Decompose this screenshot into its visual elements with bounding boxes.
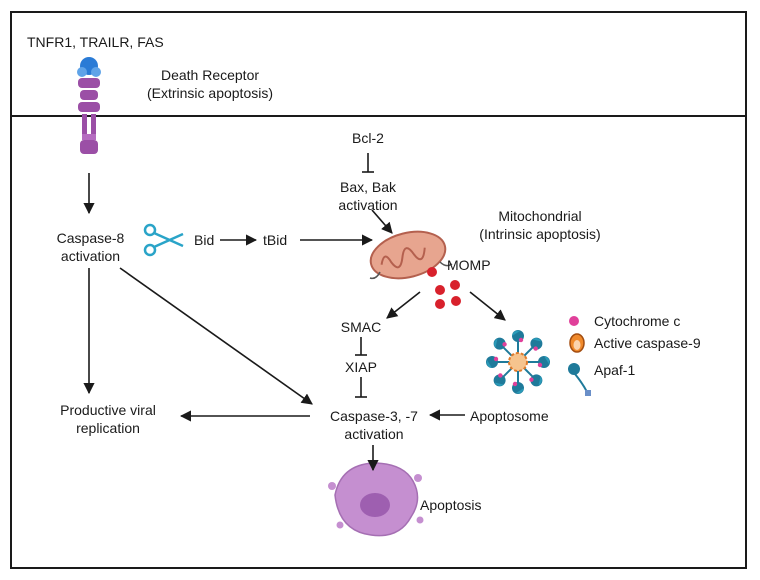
caspase8-line1: Caspase-8 (56, 230, 125, 246)
legend-cytochrome-c: Cytochrome c (594, 313, 681, 329)
casp37-line1: Caspase-3, -7 (330, 408, 418, 424)
receptor-names: TNFR1, TRAILR, FAS (27, 34, 164, 50)
xiap-label: XIAP (345, 359, 377, 375)
mito-line1: Mitochondrial (498, 208, 582, 224)
active-caspase-9-icon (569, 333, 585, 353)
viral-line1: Productive viral (60, 402, 156, 418)
arrow-baxbak-to-mitochondrion (371, 209, 393, 234)
cytochrome-c-icon (569, 316, 579, 326)
legend-apaf-1: Apaf-1 (594, 362, 636, 378)
inhibit-smac-xiap (355, 337, 367, 356)
smac-label: SMAC (340, 319, 382, 335)
viral-line2: replication (76, 420, 140, 436)
arrow-mito-to-apoptosome (469, 291, 506, 321)
tbid-label: tBid (263, 232, 288, 248)
apoptosome-icon (485, 329, 551, 395)
momp-label: MOMP (447, 257, 491, 273)
arrow-mito-to-smac (386, 291, 421, 319)
death-receptor-icon (77, 57, 101, 154)
bid-label: Bid (194, 232, 215, 248)
receptor-title-line1: Death Receptor (160, 67, 260, 83)
apaf-1-icon (568, 363, 591, 396)
receptor-title-line2: (Extrinsic apoptosis) (146, 85, 274, 101)
legend-active-caspase-9: Active caspase-9 (594, 335, 701, 351)
bcl2-label: Bcl-2 (352, 130, 384, 146)
casp37-line2: activation (344, 426, 404, 442)
membrane-divider (10, 115, 747, 117)
caspase8-line2: activation (60, 248, 121, 264)
cytochrome-c-cluster (427, 267, 461, 309)
baxbak-line1: Bax, Bak (339, 179, 397, 195)
inhibit-xiap-casp37 (355, 377, 367, 398)
diagram-frame (10, 11, 747, 569)
mito-line2: (Intrinsic apoptosis) (479, 226, 601, 242)
inhibit-bcl2-baxbak (362, 153, 374, 173)
apoptotic-cell-icon (328, 462, 424, 537)
apoptosome-label: Apoptosome (470, 408, 549, 424)
scissors-icon (143, 223, 184, 257)
baxbak-line2: activation (338, 197, 398, 213)
mitochondrion-icon (369, 230, 453, 280)
arrow-caspase8-to-casp37 (119, 267, 313, 405)
apoptosis-label: Apoptosis (420, 497, 482, 513)
